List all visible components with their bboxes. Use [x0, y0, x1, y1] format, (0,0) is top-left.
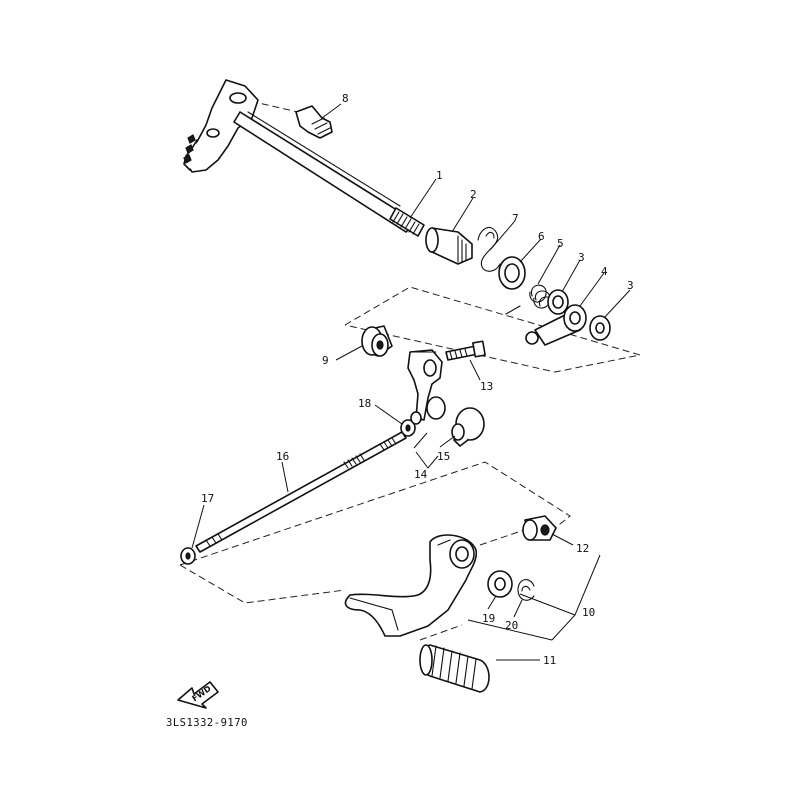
washer-part-6 [498, 256, 526, 290]
callout-2: 2 [470, 188, 477, 201]
callout-3-upper: 3 [578, 251, 585, 264]
callout-17: 17 [201, 492, 214, 505]
callout-19: 19 [482, 612, 495, 625]
callout-16: 16 [276, 450, 289, 463]
collar-part [425, 227, 473, 265]
callout-18: 18 [358, 397, 371, 410]
callout-12: 12 [576, 542, 589, 555]
callout-6: 6 [538, 230, 545, 243]
washer-part-19 [487, 570, 513, 598]
leader-lines [191, 103, 631, 661]
callout-15: 15 [437, 450, 450, 463]
callout-3-lower: 3 [627, 279, 634, 292]
callout-14: 14 [414, 468, 428, 481]
callout-9: 9 [322, 354, 329, 367]
clip-pin-part [477, 226, 501, 272]
callout-11: 11 [543, 654, 556, 667]
callout-10: 10 [582, 606, 595, 619]
rod-end-part-14 [407, 349, 446, 421]
callout-7: 7 [512, 212, 519, 225]
callout-5: 5 [557, 237, 564, 250]
shift-pedal-part-10 [344, 534, 478, 637]
callout-1: 1 [436, 169, 443, 182]
nut-part-18 [400, 411, 422, 437]
shift-arm-part-4 [525, 304, 587, 346]
pivot-bushing-part-12 [522, 515, 557, 541]
nut-part-17 [180, 547, 196, 565]
bushing-part-15 [451, 407, 485, 447]
fwd-direction-marker: FWD [177, 681, 219, 709]
washer-part-3-upper [547, 289, 569, 315]
washer-part-3-lower [589, 315, 611, 341]
stud-bolt-part [295, 105, 333, 139]
circlip-part-20 [517, 579, 535, 601]
callout-labels: 1 2 3 3 4 5 6 7 8 9 10 11 12 13 14 15 16… [201, 92, 634, 667]
bearing-part-9 [361, 325, 393, 357]
bolt-part-13 [445, 340, 486, 361]
catalog-number: 3LS1332-9170 [166, 717, 248, 729]
shift-rod-part-16 [195, 431, 407, 553]
callout-13: 13 [480, 380, 493, 393]
pedal-rubber-part-11 [419, 644, 490, 693]
callout-8: 8 [342, 92, 349, 105]
callout-4: 4 [601, 265, 608, 278]
callout-20: 20 [505, 619, 518, 632]
shift-shaft-part [183, 79, 425, 237]
